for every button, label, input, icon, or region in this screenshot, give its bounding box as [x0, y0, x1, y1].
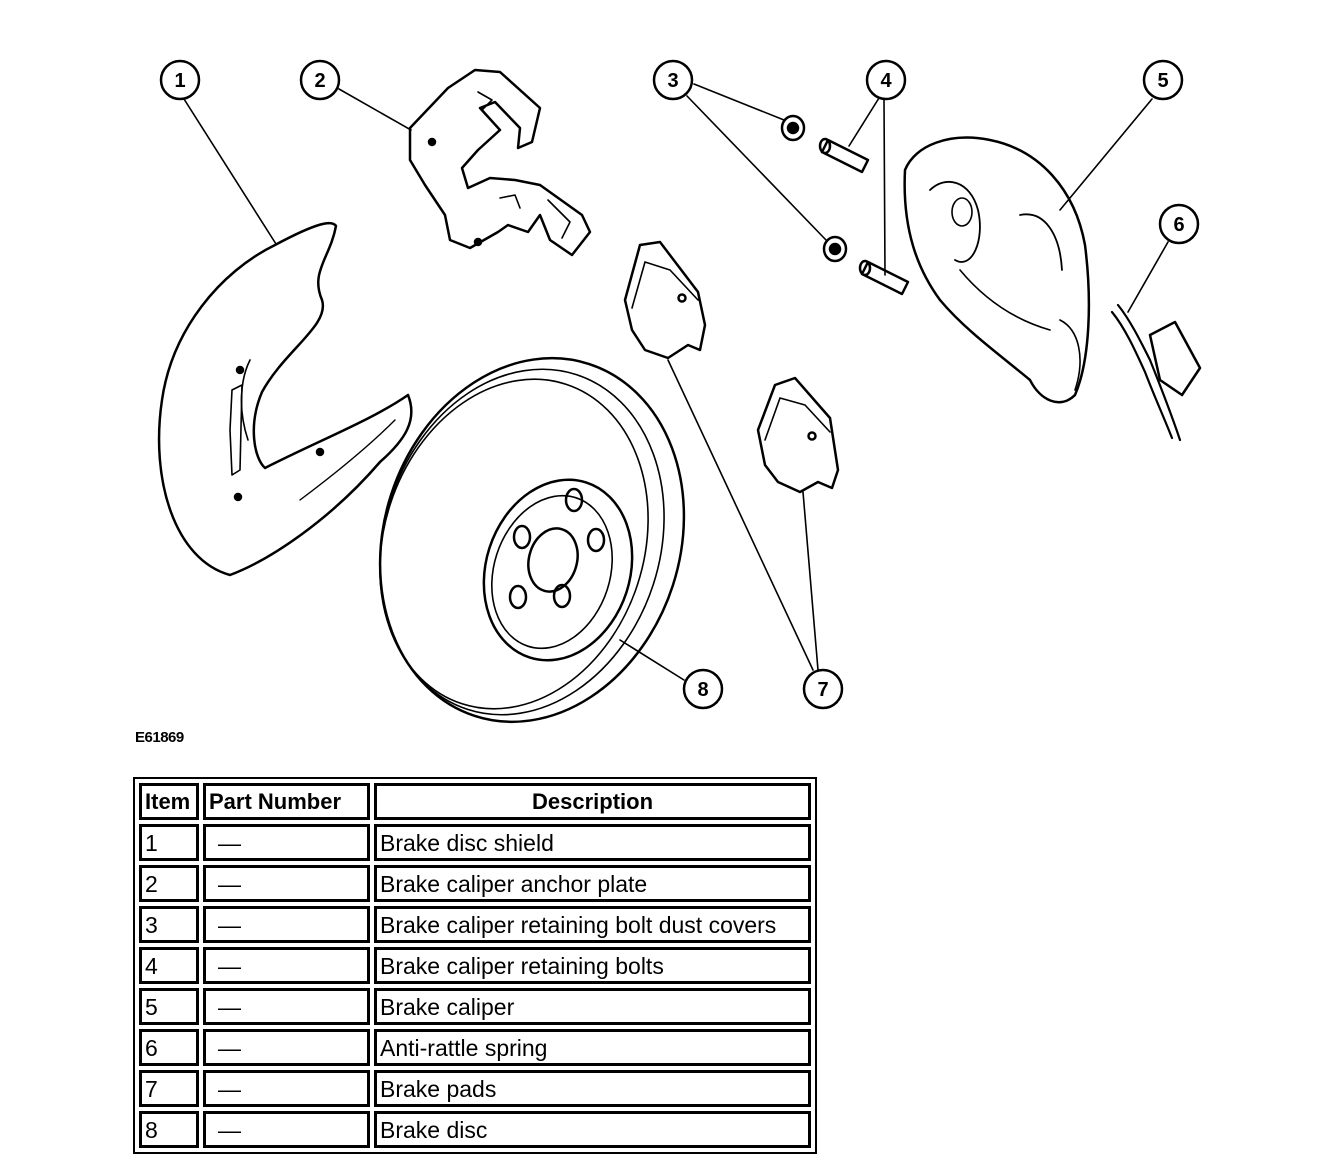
- callout-7: [802, 668, 844, 710]
- table-row: 3 — Brake caliper retaining bolt dust co…: [139, 906, 811, 943]
- table-row: 2 — Brake caliper anchor plate: [139, 865, 811, 902]
- cell-part-number: —: [203, 947, 370, 984]
- callout-label-3: 3: [667, 70, 678, 92]
- figure-id: E61869: [135, 729, 184, 746]
- brake-disc-drawing: [378, 356, 686, 724]
- table-row: 8 — Brake disc: [139, 1111, 811, 1148]
- callout-label-1: 1: [174, 70, 185, 92]
- parts-table: Item Part Number Description 1 — Brake d…: [133, 777, 817, 1154]
- callout-labels: 1 2 3 4 5 6 8 7: [174, 70, 1184, 701]
- dust-covers-drawing: [780, 114, 848, 263]
- callout-2: [299, 59, 341, 101]
- leader-lines: [183, 83, 1169, 681]
- cell-part-number: —: [203, 824, 370, 861]
- cell-part-number: —: [203, 1070, 370, 1107]
- cell-item: 8: [139, 1111, 199, 1148]
- cell-description: Brake pads: [374, 1070, 811, 1107]
- callout-label-2: 2: [314, 70, 325, 92]
- cell-item: 6: [139, 1029, 199, 1066]
- callout-5: [1142, 59, 1184, 101]
- callout-3: [652, 59, 694, 101]
- cell-description: Brake disc: [374, 1111, 811, 1148]
- anti-rattle-spring-drawing: [1110, 303, 1202, 442]
- callout-label-7: 7: [817, 679, 828, 701]
- callout-label-5: 5: [1157, 70, 1168, 92]
- callout-label-8: 8: [697, 679, 708, 701]
- table-row: 7 — Brake pads: [139, 1070, 811, 1107]
- table-header-row: Item Part Number Description: [139, 783, 811, 820]
- header-part-number: Part Number: [203, 783, 370, 820]
- callout-8: [682, 668, 724, 710]
- cell-description: Brake caliper retaining bolt dust covers: [374, 906, 811, 943]
- cell-item: 3: [139, 906, 199, 943]
- cell-part-number: —: [203, 906, 370, 943]
- cell-item: 2: [139, 865, 199, 902]
- brake-exploded-diagram: 1 2 3 4 5 6 8 7: [157, 59, 1202, 724]
- cell-description: Brake caliper anchor plate: [374, 865, 811, 902]
- cell-description: Brake caliper retaining bolts: [374, 947, 811, 984]
- brake-pads-drawing: [623, 240, 840, 494]
- cell-item: 7: [139, 1070, 199, 1107]
- callout-circles: [159, 59, 1200, 710]
- header-description: Description: [374, 783, 811, 820]
- table-row: 4 — Brake caliper retaining bolts: [139, 947, 811, 984]
- callout-label-4: 4: [880, 70, 892, 92]
- table-row: 5 — Brake caliper: [139, 988, 811, 1025]
- cell-description: Brake disc shield: [374, 824, 811, 861]
- callout-1: [159, 59, 201, 101]
- callout-4: [865, 59, 907, 101]
- brake-disc-shield-drawing: [157, 221, 413, 577]
- callout-6: [1158, 203, 1200, 245]
- header-item: Item: [139, 783, 199, 820]
- cell-part-number: —: [203, 1111, 370, 1148]
- cell-part-number: —: [203, 1029, 370, 1066]
- cell-item: 4: [139, 947, 199, 984]
- retaining-bolts-drawing: [818, 137, 910, 296]
- table-row: 6 — Anti-rattle spring: [139, 1029, 811, 1066]
- cell-item: 5: [139, 988, 199, 1025]
- cell-description: Anti-rattle spring: [374, 1029, 811, 1066]
- cell-description: Brake caliper: [374, 988, 811, 1025]
- table-row: 1 — Brake disc shield: [139, 824, 811, 861]
- cell-part-number: —: [203, 865, 370, 902]
- caliper-anchor-plate-drawing: [408, 68, 592, 257]
- callout-label-6: 6: [1173, 214, 1184, 236]
- cell-item: 1: [139, 824, 199, 861]
- brake-caliper-drawing: [903, 136, 1091, 404]
- cell-part-number: —: [203, 988, 370, 1025]
